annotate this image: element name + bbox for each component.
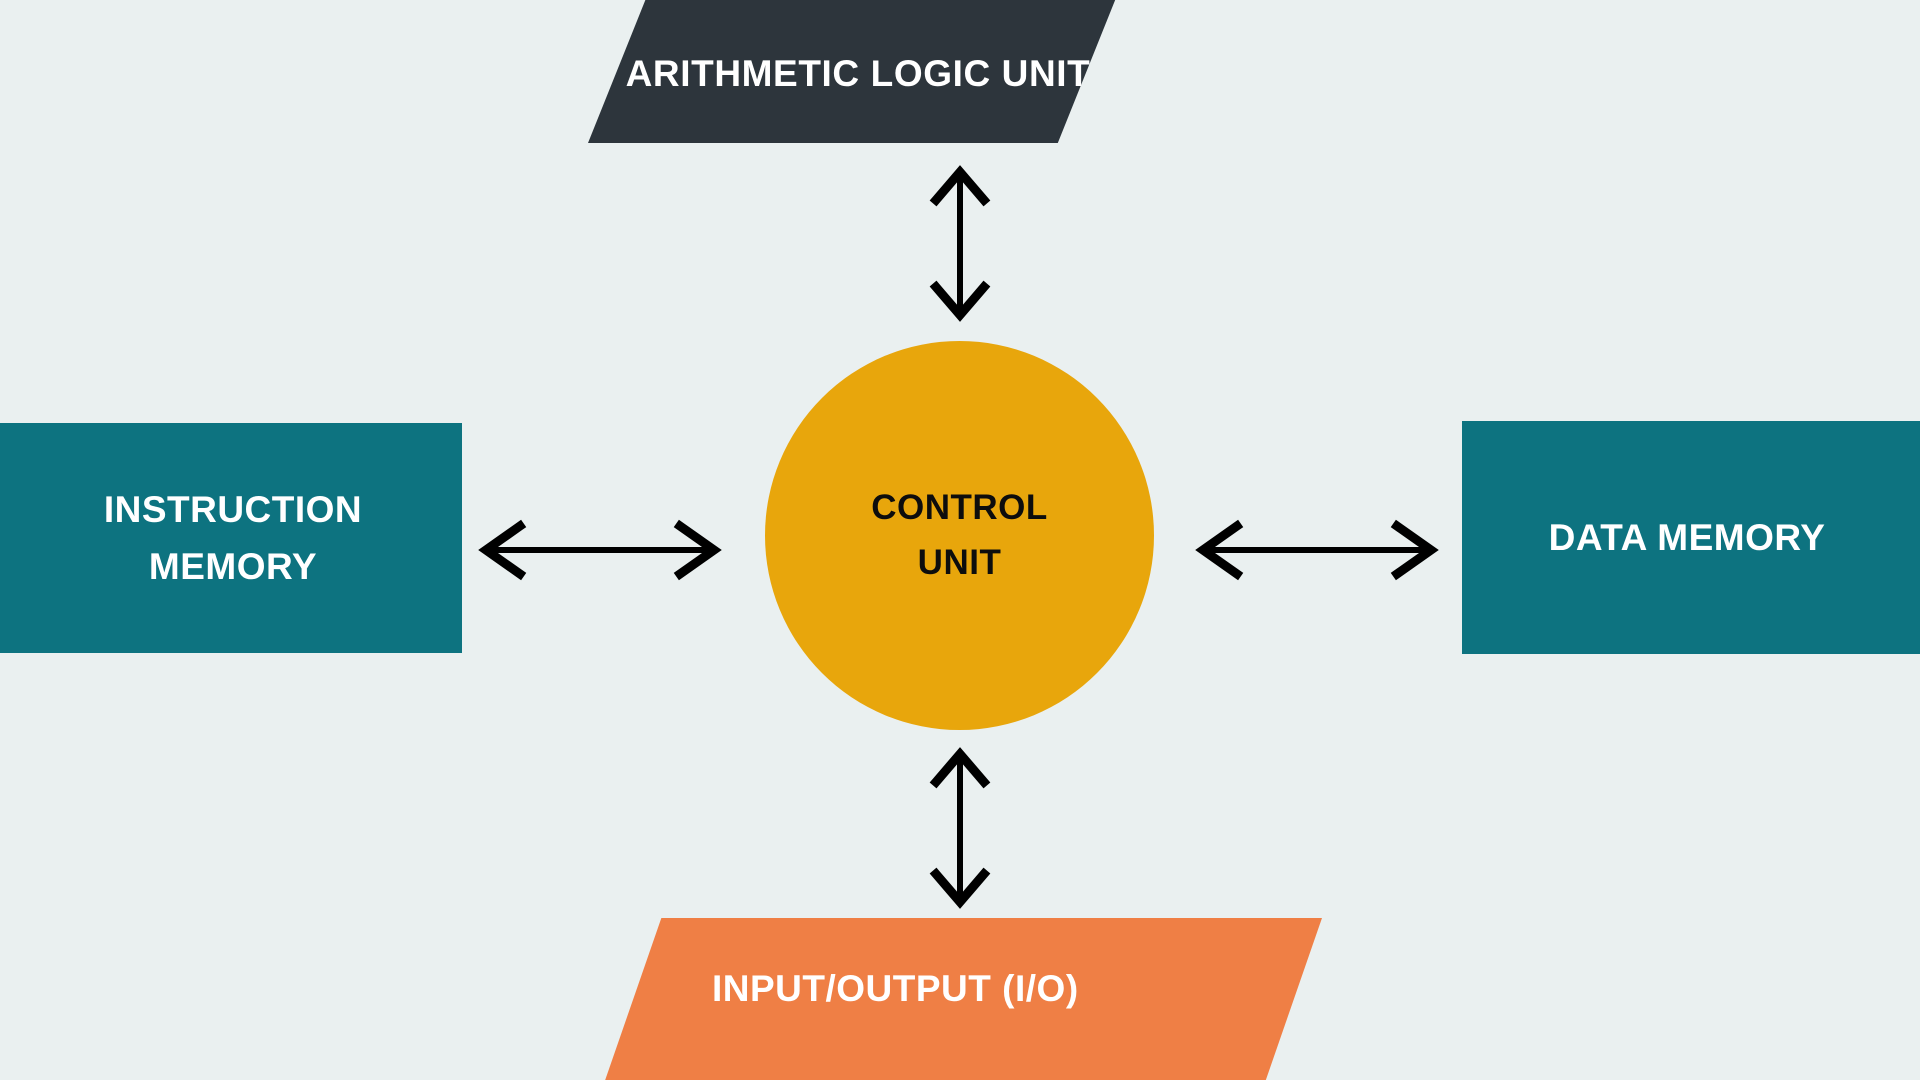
instruction-memory-label-line2: MEMORY xyxy=(148,546,318,587)
connector-control-unit-input-output xyxy=(910,747,1010,909)
node-arithmetic-logic-unit[interactable]: ARITHMETIC LOGIC UNIT xyxy=(588,0,1128,143)
data-memory-label: DATA MEMORY xyxy=(1548,516,1826,558)
control-unit-label-wrapper: CONTROL UNIT xyxy=(765,341,1154,730)
data-memory-label-wrapper: DATA MEMORY xyxy=(1462,421,1920,654)
node-input-output[interactable]: INPUT/OUTPUT (I/O) xyxy=(592,918,1322,1080)
io-parallelogram-shape xyxy=(592,918,1322,1080)
alu-parallelogram-shape xyxy=(588,0,1128,143)
control-unit-label-line1: CONTROL xyxy=(871,488,1048,528)
double-arrow-horizontal-icon xyxy=(478,519,722,581)
double-arrow-vertical-icon xyxy=(929,747,991,909)
node-data-memory[interactable]: DATA MEMORY xyxy=(1462,421,1920,654)
connector-instruction-memory-control-unit xyxy=(478,505,722,595)
control-unit-label-line2: UNIT xyxy=(917,542,1002,582)
node-control-unit[interactable]: CONTROL UNIT xyxy=(765,341,1154,730)
instruction-memory-label-wrapper: INSTRUCTION MEMORY xyxy=(0,423,462,653)
node-instruction-memory[interactable]: INSTRUCTION MEMORY xyxy=(0,423,462,653)
double-arrow-horizontal-icon xyxy=(1195,519,1439,581)
connector-control-unit-data-memory xyxy=(1195,505,1439,595)
double-arrow-vertical-icon xyxy=(929,165,991,322)
instruction-memory-label-line1: INSTRUCTION xyxy=(103,488,363,530)
connector-alu-control-unit xyxy=(910,165,1010,322)
